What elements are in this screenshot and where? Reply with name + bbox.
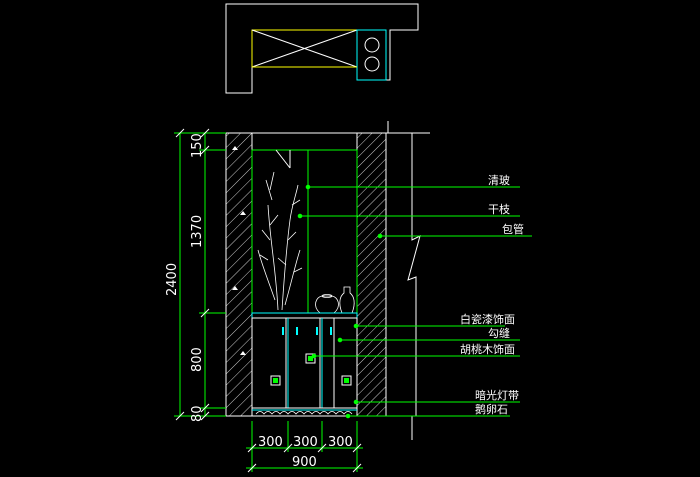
decor-knobs	[270, 353, 352, 386]
label-glass: 清玻	[488, 174, 510, 187]
vertical-dimension-labels: 2400 150 1370 800 80	[165, 133, 205, 422]
elevation-view	[196, 121, 430, 440]
label-groove: 勾缝	[488, 326, 510, 340]
cabinet-base	[251, 407, 358, 417]
vases	[315, 286, 355, 314]
plan-outline	[225, 3, 419, 94]
dim-height-niche: 1370	[190, 215, 205, 248]
cabinet-handles	[282, 327, 332, 335]
plan-pipe-top	[364, 37, 380, 53]
label-pipe: 包管	[502, 222, 524, 236]
glass-niche	[251, 149, 358, 314]
cabinet-body	[251, 317, 358, 409]
leader-lines	[297, 184, 532, 419]
pipe-boxing	[356, 132, 387, 417]
annotation-labels: 清玻 干枝 包管 白瓷漆饰面 勾缝 胡桃木饰面 暗光灯带 鹅卵石	[460, 174, 524, 416]
dim-height-top: 150	[190, 133, 205, 158]
break-line	[407, 133, 421, 416]
dim-width-3: 300	[328, 435, 353, 450]
dim-height-cabinet: 800	[190, 347, 205, 372]
dim-width-2: 300	[293, 435, 318, 450]
horizontal-dimensions	[246, 421, 363, 473]
label-branch: 干枝	[488, 202, 510, 216]
horizontal-dimension-labels: 300 300 300 900	[258, 435, 353, 470]
label-walnut: 胡桃木饰面	[460, 342, 515, 356]
label-led: 暗光灯带	[475, 388, 519, 402]
dry-branches	[257, 171, 303, 311]
countertop	[251, 312, 358, 319]
plan-pipe-box	[356, 29, 387, 81]
dim-width-1: 300	[258, 435, 283, 450]
dim-height-base: 80	[190, 405, 205, 422]
plan-pipe-bottom	[364, 56, 380, 72]
label-paint: 白瓷漆饰面	[460, 312, 515, 326]
pebbles	[255, 411, 353, 415]
plan-view	[225, 3, 419, 94]
vertical-dimensions	[174, 128, 226, 421]
dim-total-height: 2400	[165, 263, 180, 296]
dim-total-width: 900	[292, 455, 317, 470]
left-wall	[225, 132, 253, 417]
label-pebble: 鹅卵石	[475, 402, 508, 416]
top-header	[251, 132, 358, 151]
